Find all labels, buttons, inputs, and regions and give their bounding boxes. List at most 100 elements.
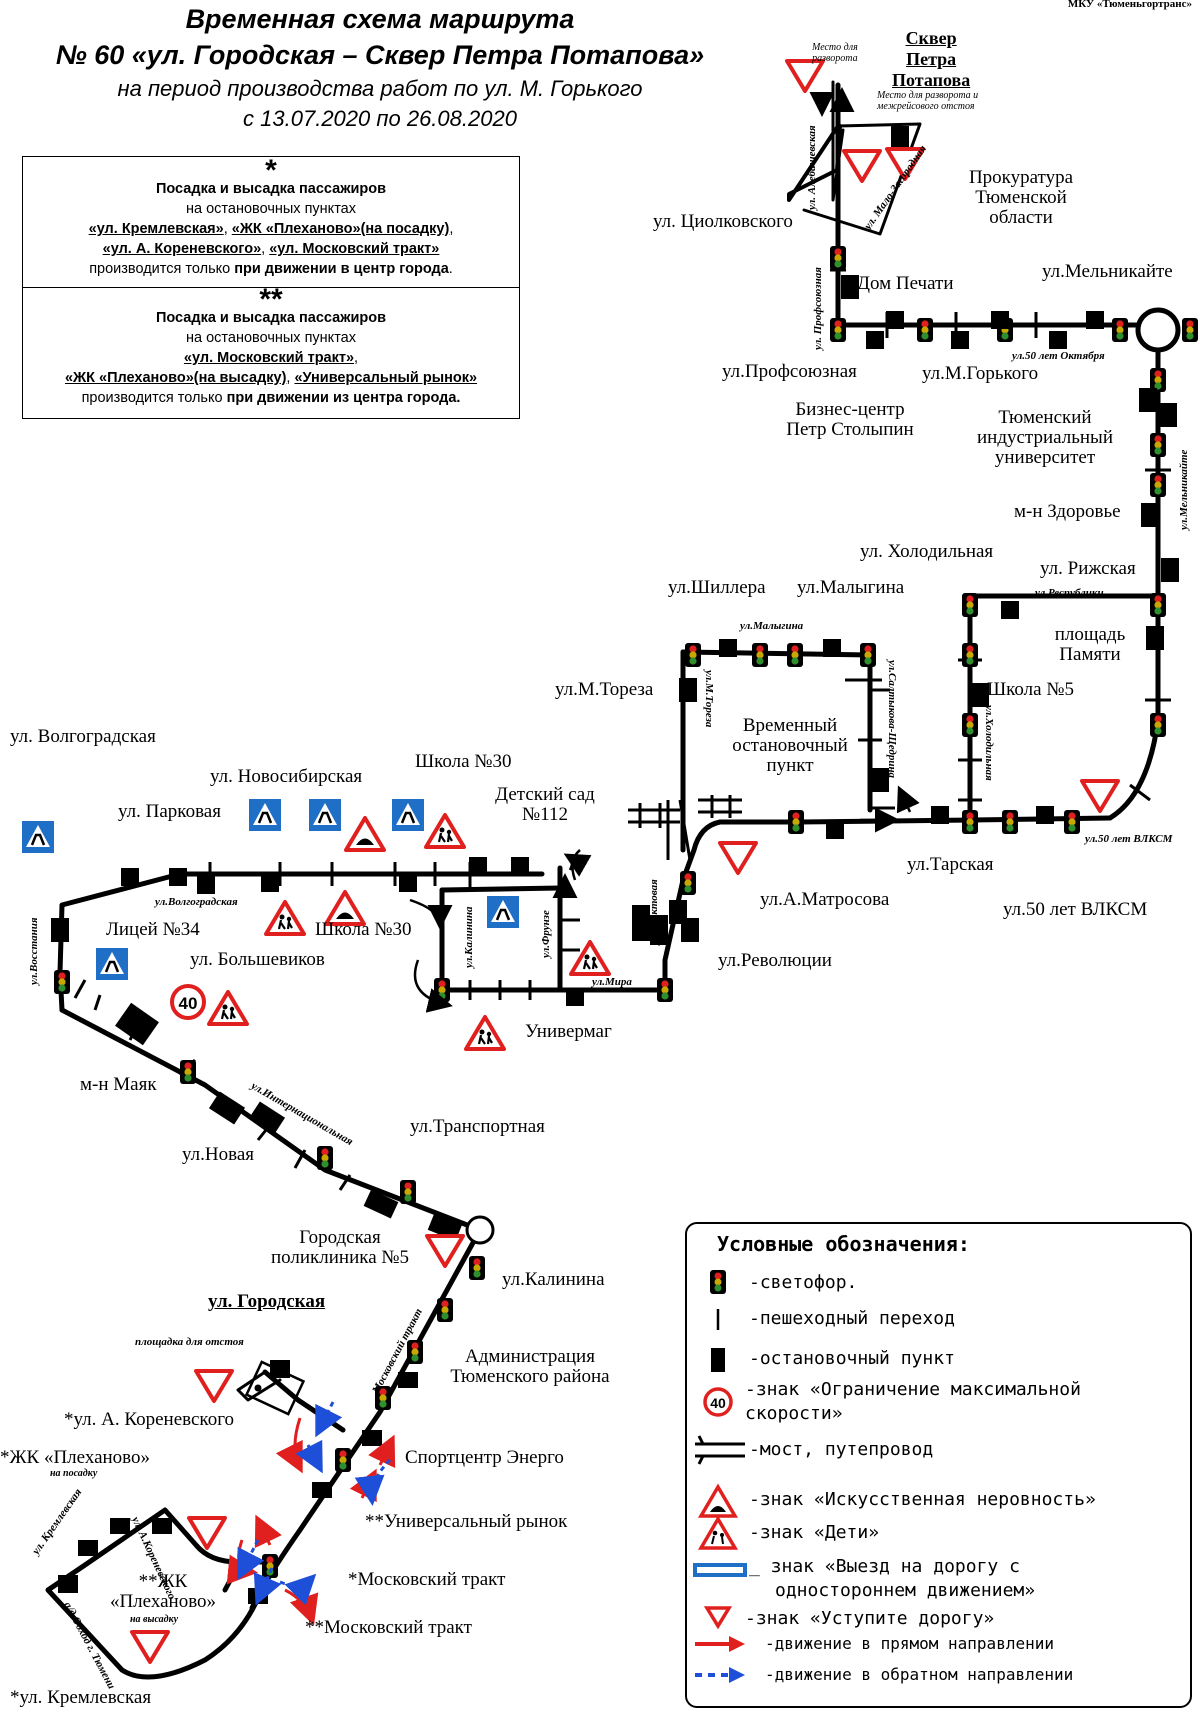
route-period: с 13.07.2020 по 26.08.2020	[243, 106, 517, 131]
forward-arrow-icon	[695, 1636, 745, 1652]
stop-tsiolkovskogo: ул. Циолковского	[653, 211, 793, 232]
legend-item-crosswalk: -пешеходный переход	[749, 1308, 955, 1329]
organization-name: МКУ «Тюменьгортранс»	[1067, 0, 1192, 10]
crosswalks	[73, 268, 1171, 1191]
legend-title: Условные обозначения:	[717, 1232, 970, 1256]
route-direction-arrows	[409, 87, 920, 1013]
terminal-name: Потапова	[892, 70, 971, 90]
legend-icons: 40	[693, 1270, 747, 1683]
street-traktovaya: ул.Трактовая	[648, 879, 660, 945]
legend-item-bridge: -мост, путепровод	[749, 1439, 934, 1460]
movement-arrows	[226, 1401, 396, 1626]
stop-mayak: м-н Маяк	[80, 1074, 157, 1095]
stop-korenevskogo: *ул. А. Кореневского	[64, 1409, 235, 1430]
stop-sportcenter-energo: Спортцентр Энерго	[405, 1447, 564, 1468]
bridges	[628, 795, 742, 861]
boarding-note: на посадку	[50, 1468, 98, 1479]
stop-novosibirskaya: ул. Новосибирская	[210, 766, 363, 787]
note-text: на остановочных пунктах	[186, 330, 356, 346]
legend-item-one-way-exit-cont: одностороннем движением»	[775, 1580, 1036, 1601]
stop-kalinina: ул.Калинина	[502, 1269, 605, 1290]
street-malygina: ул.Малыгина	[740, 620, 804, 632]
roundabout-melnikaite	[1135, 307, 1181, 353]
depot-label: площадка для отстоя	[135, 1336, 244, 1348]
terminal-name: Сквер	[905, 28, 957, 48]
terminal-skver-label: Сквер Петра Потапова	[892, 28, 970, 91]
stop-profsoyuznaya: ул.Профсоюзная	[722, 361, 857, 382]
stop-zdorovye: м-н Здоровье	[1014, 501, 1121, 522]
stop-shkola-5: Школа №5	[987, 679, 1074, 700]
stop-universal-market: **Универсальный рынок	[365, 1511, 568, 1532]
note-text: производится только	[81, 390, 227, 406]
road-signs	[19, 59, 1120, 1664]
children-sign-icon	[697, 1515, 739, 1550]
street-50-let-vlksm: ул.50 лет ВЛКСМ	[1085, 833, 1173, 845]
stop-bolshevikov: ул. Большевиков	[190, 949, 325, 970]
roundabout-transportnaya	[465, 1215, 495, 1245]
note-heading: Посадка и высадка пассажиров	[155, 181, 387, 197]
note-text: производится только	[89, 261, 235, 277]
stop-univermag: Универмаг	[525, 1021, 612, 1042]
legend-item-bus-stop: -остановочный пункт	[749, 1348, 955, 1369]
stop-rizhskaya: ул. Рижская	[1040, 558, 1136, 579]
legend-item-children: -знак «Дети»	[749, 1522, 880, 1543]
traffic-light-icon	[710, 1270, 726, 1294]
legend-speed-value: 40	[710, 1395, 726, 1411]
stop-holodilnaya: ул. Холодильная	[860, 541, 994, 562]
bus-stops-south	[58, 905, 668, 1604]
stop-shillera: ул.Шиллера	[668, 577, 766, 598]
note-condition: при движении в центр города	[234, 261, 449, 277]
route-title: № 60 «ул. Городская – Сквер Петра Потапо…	[55, 40, 705, 70]
route-subtitle: на период производства работ по ул. М. Г…	[117, 76, 643, 101]
stop-litsey-34: Лицей №34	[106, 919, 200, 940]
legend: Условные обозначения: 40 -светофор. -пеш…	[685, 1222, 1192, 1708]
stop-revolyutsii: ул.Революции	[718, 950, 832, 971]
street-profsoyuznaya: ул. Профсоюзная	[812, 267, 824, 350]
yield-sign-icon	[703, 1606, 733, 1630]
speed-limit-value: 40	[179, 994, 198, 1013]
note-stop: «Универсальный рынок»	[294, 370, 478, 386]
legend-item-backward: -движение в обратном направлении	[765, 1665, 1074, 1684]
note-condition: при движении из центра города.	[226, 390, 461, 406]
stop-m-gorkogo: ул.М.Горького	[922, 363, 1039, 384]
stop-melnikaite: ул.Мельникайте	[1042, 261, 1173, 282]
stop-parkovaya: ул. Парковая	[118, 801, 221, 822]
stop-shkola-30-south: Школа №30	[315, 919, 412, 940]
note-stop: «ул. Московский тракт»	[183, 350, 355, 366]
street-50-let-oktyabrya: ул.50 лет Октября	[1012, 350, 1105, 362]
legend-item-speed-bump: -знак «Искусственная неровность»	[749, 1489, 1096, 1510]
street-m-toreza: ул.М.Тореза	[703, 670, 715, 728]
legend-item-speed-limit-cont: скорости»	[745, 1403, 843, 1424]
legend-item-forward: -движение в прямом направлении	[765, 1634, 1054, 1653]
stop-toreza: ул.М.Тореза	[555, 679, 654, 700]
note-mark: *	[265, 154, 277, 187]
note-heading: Посадка и высадка пассажиров	[155, 310, 387, 326]
street-saltykova-shchedrina: ул.Салтыкова-Щедрина	[886, 660, 898, 779]
stop-shkola-30-north: Школа №30	[415, 751, 512, 772]
map-title: Временная схема маршрута	[185, 4, 575, 34]
terminal-gorodskaya: ул. Городская	[208, 1291, 326, 1312]
bus-stop-icon	[711, 1348, 725, 1372]
street-respubliki: ул.Республики	[1035, 587, 1104, 599]
stop-plekhanovo-boarding: *ЖК «Плеханово»	[0, 1447, 151, 1468]
legend-item-yield: -знак «Уступите дорогу»	[745, 1608, 995, 1629]
note-stop: «ЖК «Плеханово»(на высадку)	[64, 370, 287, 386]
speed-bump-sign-icon	[697, 1483, 739, 1518]
stop-volgogradskaya: ул. Волгоградская	[10, 726, 156, 747]
stop-tarskaya: ул.Тарская	[907, 854, 994, 875]
legend-item-one-way-exit: _ знак «Выезд на дорогу с	[749, 1556, 1020, 1577]
note-stop: «ул. Кремлевская»	[88, 221, 224, 237]
note-stop: «ул. А. Кореневского»	[102, 241, 262, 257]
stop-novaya: ул.Новая	[182, 1144, 255, 1165]
alighting-note: на высадку	[130, 1614, 179, 1625]
note-box-to-center: * Посадка и высадка пассажиров на остано…	[22, 156, 520, 288]
backward-arrow-icon	[695, 1667, 745, 1683]
